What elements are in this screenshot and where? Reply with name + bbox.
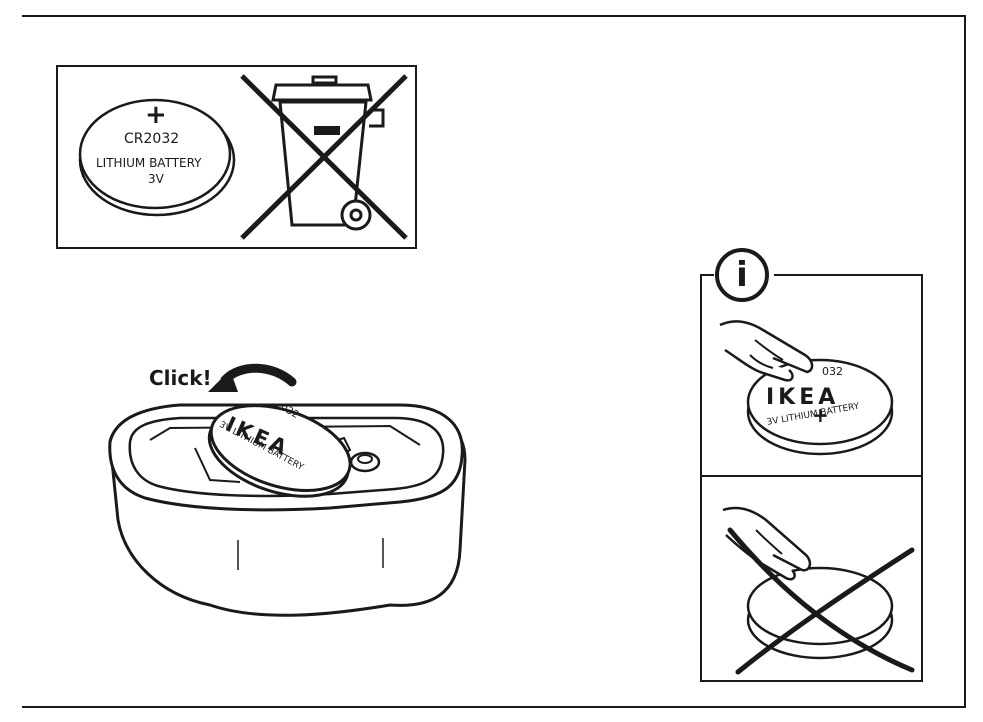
click-sound-label: Click!	[149, 366, 212, 390]
battery-plus-sign: +	[145, 100, 167, 130]
battery-voltage: 3V	[148, 172, 164, 186]
coin-battery-illustration	[78, 98, 236, 217]
top-rule	[22, 15, 966, 17]
info-panel-top-left	[700, 274, 714, 276]
info-panel	[700, 274, 923, 682]
crossed-out-wheelie-bin-icon	[240, 74, 408, 240]
battery-holder-device	[108, 403, 467, 617]
curved-arrow-icon	[208, 363, 297, 392]
battery-type: LITHIUM BATTERY	[96, 156, 202, 170]
bottom-rule	[22, 706, 966, 708]
right-rule	[964, 15, 966, 708]
info-panel-divider	[702, 475, 921, 477]
fingers-holding-edge-icon	[719, 320, 814, 382]
correct-battery-model: 032	[822, 365, 843, 378]
correct-battery-illustration	[746, 358, 894, 456]
battery-model: CR2032	[124, 131, 180, 147]
correct-battery-brand: IKEA	[766, 385, 840, 410]
info-symbol: i	[736, 255, 748, 295]
correct-battery-plus: +	[812, 403, 829, 427]
fingers-pinching-face-icon	[722, 506, 812, 581]
info-panel-top-right	[774, 274, 923, 276]
cross-out-icon	[727, 527, 915, 675]
disposal-panel	[56, 65, 417, 249]
info-icon: i	[715, 248, 769, 302]
